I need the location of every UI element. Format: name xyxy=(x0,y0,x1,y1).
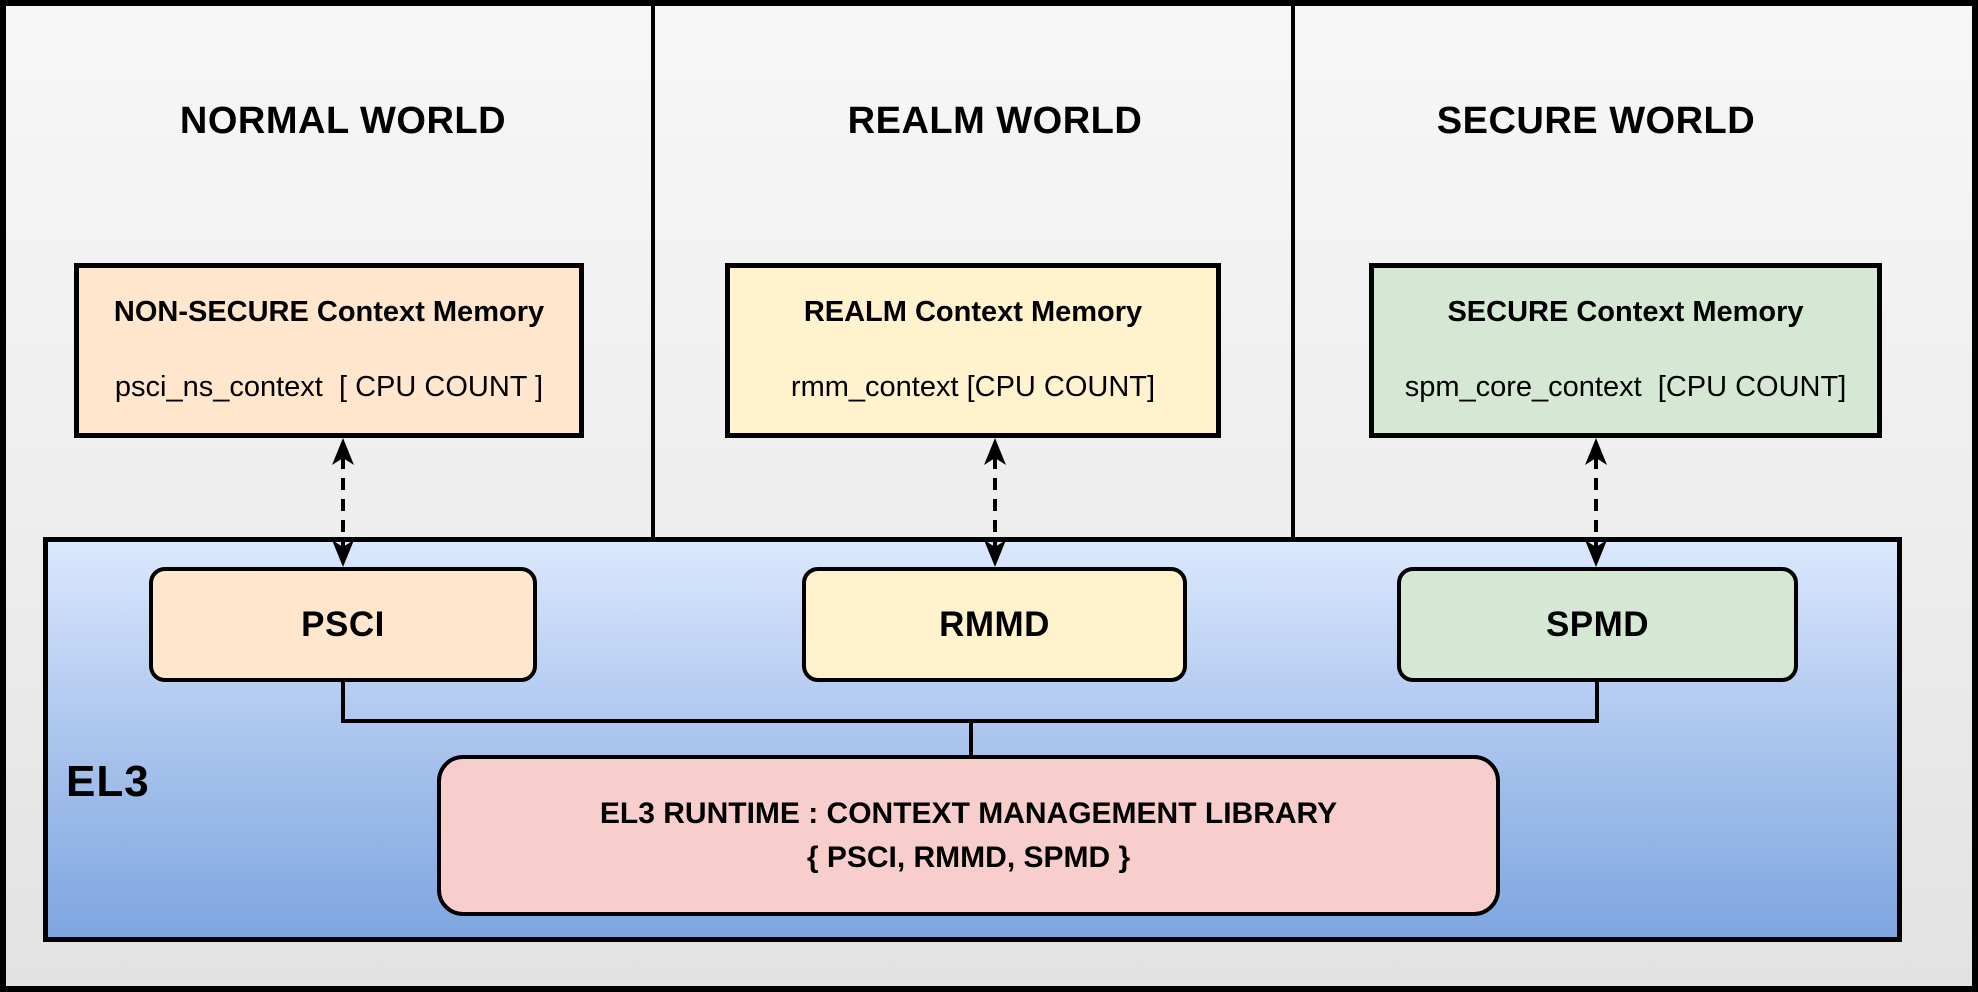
el3-runtime-library-box: EL3 RUNTIME : CONTEXT MANAGEMENT LIBRARY… xyxy=(437,755,1500,916)
spmd-module-box: SPMD xyxy=(1397,567,1798,682)
runtime-title-line: EL3 RUNTIME : CONTEXT MANAGEMENT LIBRARY xyxy=(599,796,1338,830)
normal-world-title: NORMAL WORLD xyxy=(179,100,507,142)
runtime-members-line: { PSCI, RMMD, SPMD } xyxy=(806,840,1131,874)
spmd-module-label: SPMD xyxy=(1545,604,1650,644)
memory-box-variable: spm_core_context [CPU COUNT] xyxy=(1404,371,1847,403)
memory-box-title: SECURE Context Memory xyxy=(1447,296,1804,328)
secure-context-memory-box: SECURE Context Memory spm_core_context [… xyxy=(1369,263,1882,438)
psci-module-box: PSCI xyxy=(149,567,537,682)
divider-normal-realm xyxy=(651,0,655,541)
divider-realm-secure xyxy=(1291,0,1295,541)
connector-psci-drop xyxy=(341,680,345,722)
memory-box-variable: psci_ns_context [ CPU COUNT ] xyxy=(114,371,544,403)
connector-runtime-drop xyxy=(969,721,973,758)
memory-box-title: REALM Context Memory xyxy=(803,296,1143,328)
bidirectional-dashed-arrow-normal xyxy=(332,438,354,567)
rmmd-module-label: RMMD xyxy=(939,604,1050,644)
non-secure-context-memory-box: NON-SECURE Context Memory psci_ns_contex… xyxy=(74,263,584,438)
el3-label: EL3 xyxy=(66,757,150,806)
realm-context-memory-box: REALM Context Memory rmm_context [CPU CO… xyxy=(725,263,1221,438)
memory-box-title: NON-SECURE Context Memory xyxy=(113,296,545,328)
psci-module-label: PSCI xyxy=(301,604,385,644)
memory-box-variable: rmm_context [CPU COUNT] xyxy=(790,371,1156,403)
bidirectional-dashed-arrow-secure xyxy=(1585,438,1607,567)
realm-world-title: REALM WORLD xyxy=(847,100,1143,142)
bidirectional-dashed-arrow-realm xyxy=(984,438,1006,567)
secure-world-title: SECURE WORLD xyxy=(1436,100,1756,142)
connector-spmd-drop xyxy=(1595,680,1599,722)
rmmd-module-box: RMMD xyxy=(802,567,1187,682)
